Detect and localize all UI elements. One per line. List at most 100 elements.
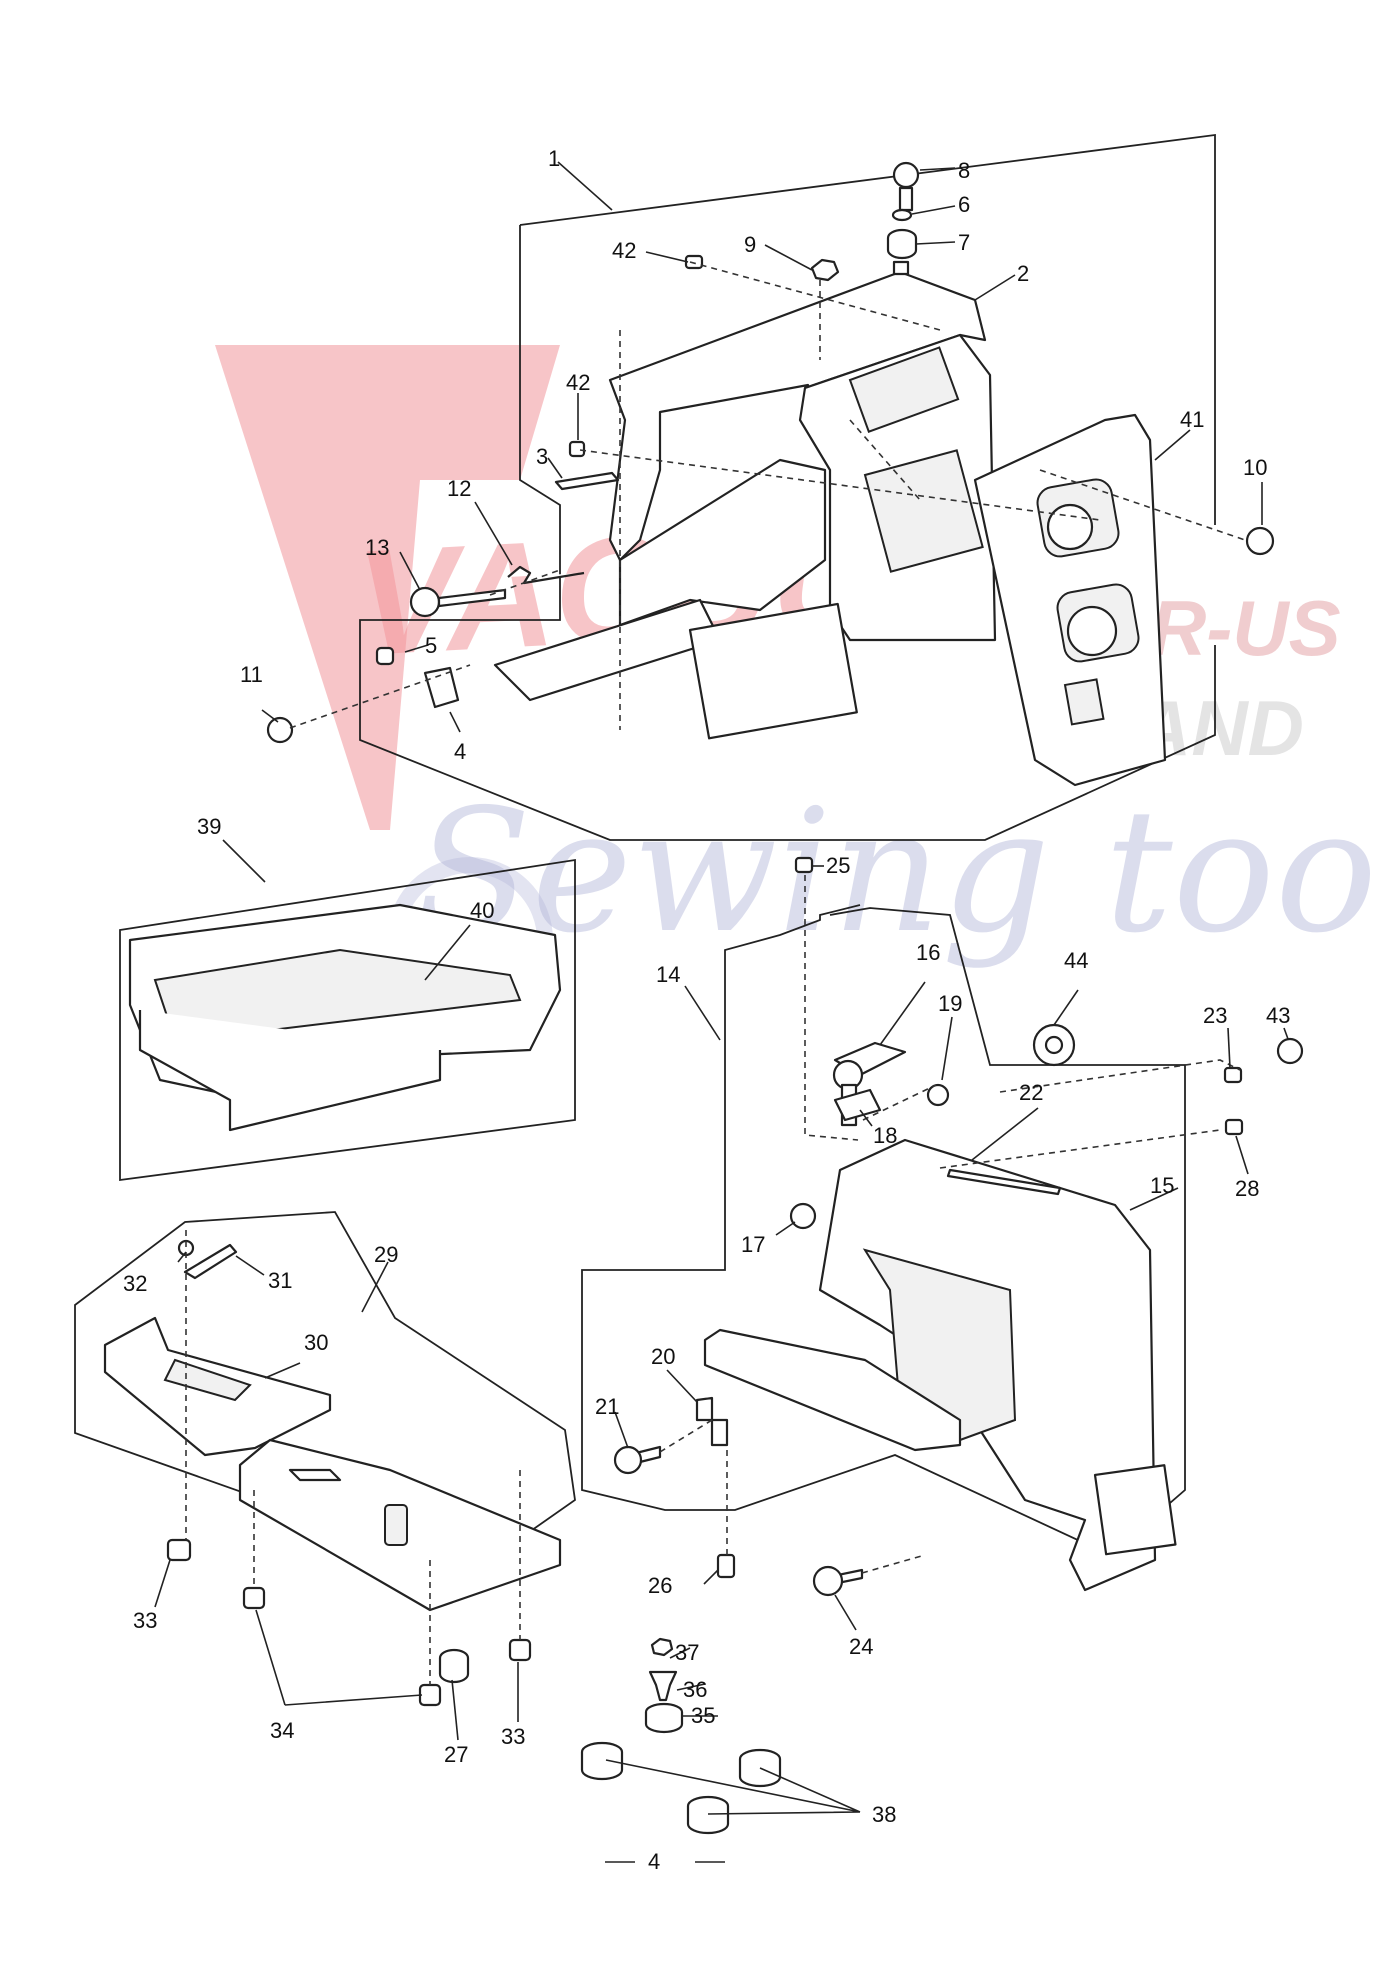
label-part-4: 4 bbox=[454, 739, 466, 764]
hardware-lower-right bbox=[580, 856, 1304, 1835]
label-part-22: 22 bbox=[1019, 1080, 1043, 1105]
group-14-frame bbox=[581, 904, 1186, 1557]
label-part-39: 39 bbox=[197, 814, 221, 839]
part-34a-foot bbox=[242, 1586, 266, 1610]
part-7b-nut bbox=[892, 260, 910, 276]
label-part-44: 44 bbox=[1064, 948, 1088, 973]
part-42a-screw bbox=[684, 254, 704, 270]
watermark-brand-script: Sewing too bbox=[415, 773, 1377, 971]
group-1-frame bbox=[359, 133, 1216, 841]
part-33b-foot bbox=[508, 1638, 532, 1662]
label-part-6: 6 bbox=[958, 192, 970, 217]
guide-lines-lower-right bbox=[659, 875, 1241, 1574]
label-part-42a: 42 bbox=[612, 238, 636, 263]
part-31-lever bbox=[183, 1243, 238, 1280]
label-part-24: 24 bbox=[849, 1634, 873, 1659]
label-part-10: 10 bbox=[1243, 455, 1267, 480]
part-37-nut bbox=[650, 1637, 674, 1657]
label-part-17: 17 bbox=[741, 1232, 765, 1257]
group-39-frame bbox=[119, 858, 576, 1182]
label-part-14: 14 bbox=[656, 962, 680, 987]
part-18-bracket bbox=[833, 1088, 882, 1122]
part-38-foot-c bbox=[686, 1795, 730, 1835]
label-part-29: 29 bbox=[374, 1242, 398, 1267]
label-part-18: 18 bbox=[873, 1123, 897, 1148]
part-27-foot bbox=[438, 1648, 470, 1684]
label-part-27: 27 bbox=[444, 1742, 468, 1767]
label-part-33a: 33 bbox=[133, 1608, 157, 1633]
leader-lines bbox=[154, 161, 1289, 1815]
part-5-screw bbox=[375, 646, 395, 666]
part-40-lower-cover bbox=[128, 903, 562, 1132]
label-part-3: 3 bbox=[536, 444, 548, 469]
label-part-32: 32 bbox=[123, 1271, 147, 1296]
label-part-26: 26 bbox=[648, 1573, 672, 1598]
part-33a-foot bbox=[166, 1538, 192, 1562]
part-15-main-housing bbox=[703, 1138, 1177, 1592]
watermark-brand-suffix: R-US bbox=[1150, 584, 1341, 672]
hardware-lower-left bbox=[166, 1239, 532, 1707]
part-42b-screw bbox=[568, 440, 586, 458]
label-part-41: 41 bbox=[1180, 407, 1204, 432]
part-19-screw bbox=[926, 1083, 950, 1107]
label-part-11: 11 bbox=[240, 662, 263, 687]
label-part-40: 40 bbox=[470, 898, 494, 923]
part-30-plate bbox=[103, 1316, 562, 1612]
part-7-bushing bbox=[886, 228, 918, 260]
label-part-38: 38 bbox=[872, 1802, 896, 1827]
label-part-23: 23 bbox=[1203, 1003, 1227, 1028]
part-43-cap bbox=[1276, 1037, 1304, 1065]
label-part-15: 15 bbox=[1150, 1173, 1174, 1198]
label-part-5: 5 bbox=[425, 633, 437, 658]
part-8-screw bbox=[892, 161, 920, 189]
label-part-7: 7 bbox=[958, 230, 970, 255]
part-26-screw bbox=[716, 1553, 736, 1579]
part-11-screw bbox=[266, 716, 294, 744]
label-part-35: 35 bbox=[691, 1703, 715, 1728]
label-part-12: 12 bbox=[447, 476, 471, 501]
label-part-43: 43 bbox=[1266, 1003, 1290, 1028]
group-29-frame bbox=[74, 1211, 576, 1579]
label-part-33b: 33 bbox=[501, 1724, 525, 1749]
page-footer: 4 bbox=[605, 1849, 725, 1874]
label-part-37: 37 bbox=[675, 1640, 699, 1665]
page-number: 4 bbox=[648, 1849, 660, 1874]
part-13-screw-shaft bbox=[437, 588, 507, 608]
guide-lines-top bbox=[289, 261, 1246, 730]
label-part-8: 8 bbox=[958, 158, 970, 183]
label-part-34: 34 bbox=[270, 1718, 294, 1743]
label-part-31: 31 bbox=[268, 1268, 292, 1293]
label-part-13: 13 bbox=[365, 535, 389, 560]
label-part-42b: 42 bbox=[566, 370, 590, 395]
label-part-25: 25 bbox=[826, 853, 850, 878]
label-part-2: 2 bbox=[1017, 261, 1029, 286]
part-4-bracket bbox=[423, 666, 460, 709]
part-35-foot bbox=[644, 1702, 684, 1734]
label-part-21: 21 bbox=[595, 1394, 619, 1419]
part-28-screw bbox=[1224, 1118, 1244, 1136]
guide-lines-lower-left bbox=[185, 1230, 521, 1685]
part-6-washer bbox=[891, 208, 913, 222]
part-3-pin bbox=[554, 471, 620, 491]
part-labels: 1 8 6 7 9 42 2 42 41 3 10 12 13 5 11 4 3… bbox=[123, 146, 1290, 1827]
label-part-30: 30 bbox=[304, 1330, 328, 1355]
label-part-9: 9 bbox=[744, 232, 756, 257]
part-20-bracket bbox=[695, 1396, 729, 1447]
label-part-28: 28 bbox=[1235, 1176, 1259, 1201]
label-part-36: 36 bbox=[683, 1677, 707, 1702]
part-9-nut bbox=[810, 258, 840, 282]
label-part-19: 19 bbox=[938, 991, 962, 1016]
part-38-foot-a bbox=[580, 1741, 624, 1781]
watermark-red-swoosh bbox=[215, 345, 560, 830]
part-10-cap bbox=[1245, 526, 1275, 556]
label-part-16: 16 bbox=[916, 940, 940, 965]
label-part-20: 20 bbox=[651, 1344, 675, 1369]
part-36-screw bbox=[648, 1670, 678, 1702]
part-23-screw bbox=[1223, 1066, 1243, 1084]
label-part-1: 1 bbox=[548, 146, 560, 171]
part-17-washer bbox=[789, 1202, 817, 1230]
part-41-side-cover bbox=[973, 413, 1167, 787]
part-34b-foot bbox=[418, 1683, 442, 1707]
part-13-screw-head bbox=[409, 586, 441, 618]
